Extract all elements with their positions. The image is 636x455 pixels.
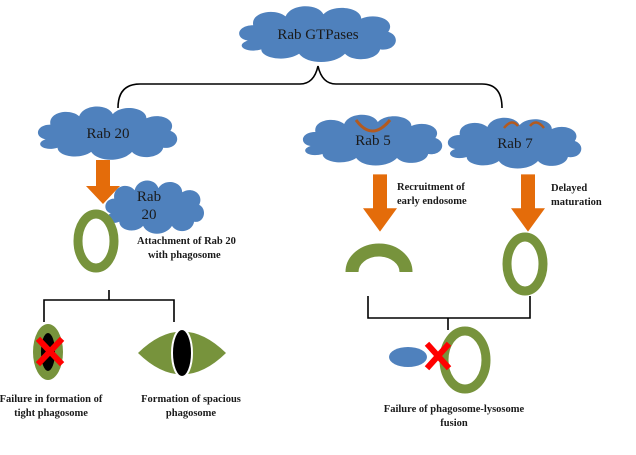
failure-tight-label-line2: tight phagosome [14,408,88,419]
rab7-label: Rab 7 [497,136,533,152]
failure-tight-label-line1: Failure in formation of [0,394,103,405]
rab20-small-line1: Rab [137,189,161,205]
rab5-membrane-cup [354,119,392,133]
attachment-label-line1: Attachment of Rab 20 [137,236,236,247]
delayed-label-line1: Delayed [551,183,587,194]
spacious-phagosome [138,328,226,378]
spacious-label-line1: Formation of spacious [141,394,241,405]
attachment-label-line2: with phagosome [148,250,221,261]
arrow-rab7 [511,174,545,232]
rab-gtpases-label: Rab GTPases [277,27,358,43]
recruitment-label-line2: early endosome [397,196,467,207]
recruitment-label-line1: Recruitment of [397,182,465,193]
rab20-outcome-bracket [43,290,175,322]
rab20-small-line2: 20 [142,207,157,223]
fusion-failure-label-line2: fusion [440,418,468,429]
fusion-phagosome-ring [439,326,491,394]
spacious-label-line2: phagosome [166,408,217,419]
early-endosome-arc [345,243,413,273]
fusion-failure-label-line1: Failure of phagosome-lysosome [384,404,525,415]
rab5-label: Rab 5 [355,133,390,149]
delayed-label-line2: maturation [551,197,602,208]
top-bracket [117,65,503,109]
arrow-rab5 [363,174,397,232]
fusion-bracket [367,296,531,330]
rab20-label: Rab 20 [87,126,130,142]
failure-cross-icon [35,336,65,367]
rab7-membrane-cup [503,121,545,129]
lysosome [389,347,427,367]
rab7-phagosome-ring [502,232,548,296]
rab20-phagosome-ring [73,209,119,273]
fusion-cross-icon [424,341,452,371]
